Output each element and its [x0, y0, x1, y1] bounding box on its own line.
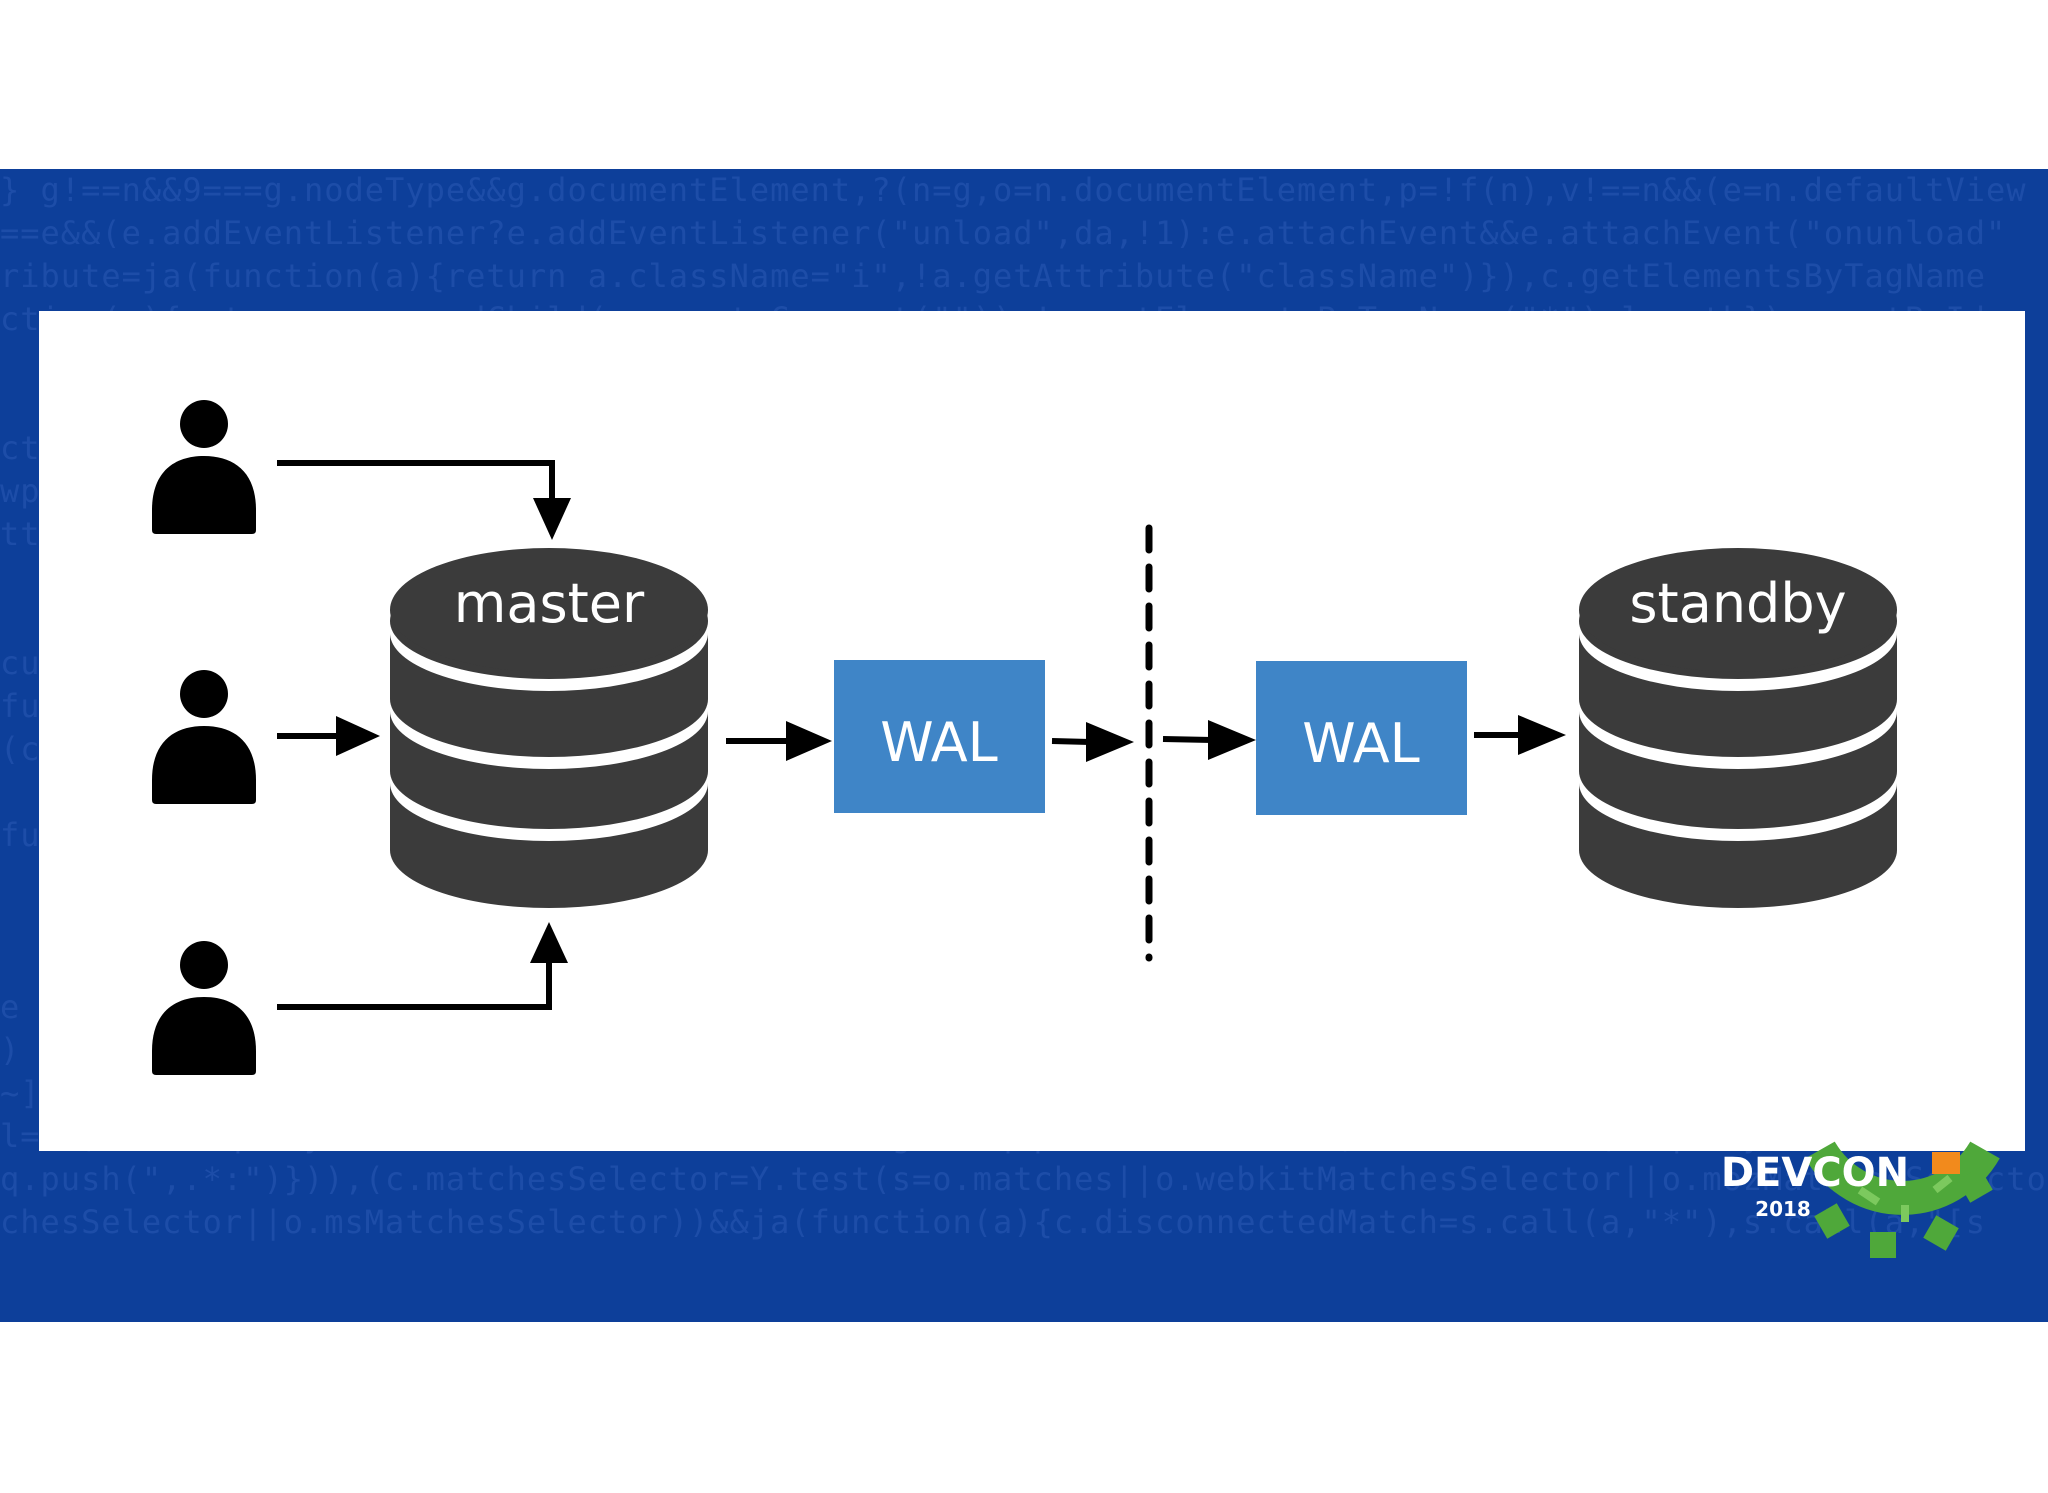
- logo-year: 2018: [1755, 1197, 1811, 1221]
- code-line: chesSelector||o.msMatchesSelector))&&ja(…: [0, 1203, 1987, 1241]
- wal-box-right: WAL: [1256, 661, 1467, 815]
- gear-icon: [1805, 1141, 2000, 1258]
- arrow-wal-to-boundary: [1051, 722, 1134, 762]
- code-line: cu: [0, 644, 41, 682]
- code-line: fu: [0, 687, 41, 725]
- database-icon: standby: [1579, 548, 1897, 908]
- user-icon: [152, 400, 256, 534]
- code-line: } g!==n&&9===g.nodeType&&g.documentEleme…: [0, 171, 2027, 209]
- arrow-boundary-to-wal: [1162, 720, 1256, 760]
- user-icon: [152, 670, 256, 804]
- code-line: ribute=ja(function(a){return a.className…: [0, 257, 1987, 295]
- arrow-user3-to-master: [277, 922, 568, 1010]
- code-line: q.push(",.*:")})),(c.matchesSelector=Y.t…: [0, 1160, 2048, 1198]
- wal-right-label: WAL: [1302, 712, 1419, 775]
- code-line: fu: [0, 816, 41, 854]
- user-icon: [152, 941, 256, 1075]
- code-line: (c: [0, 730, 41, 768]
- standby-label: standby: [1629, 572, 1846, 635]
- wal-left-label: WAL: [880, 711, 997, 774]
- database-icon: master: [390, 548, 708, 908]
- arrow-user2-to-master: [277, 716, 380, 756]
- code-line: ): [0, 1031, 21, 1069]
- master-label: master: [454, 572, 645, 635]
- code-line: wp: [0, 472, 41, 510]
- code-line: ==e&&(e.addEventListener?e.addEventListe…: [0, 214, 2007, 252]
- wal-box-left: WAL: [834, 660, 1045, 813]
- code-line: e: [0, 988, 21, 1026]
- arrow-master-to-wal: [726, 721, 832, 761]
- arrow-user1-to-master: [277, 460, 571, 540]
- arrow-wal-to-standby: [1474, 715, 1566, 755]
- devcon-logo: DEVCON 2018: [1721, 1141, 2000, 1258]
- logo-name: DEVCON: [1721, 1150, 1909, 1196]
- code-line: tt: [0, 515, 41, 553]
